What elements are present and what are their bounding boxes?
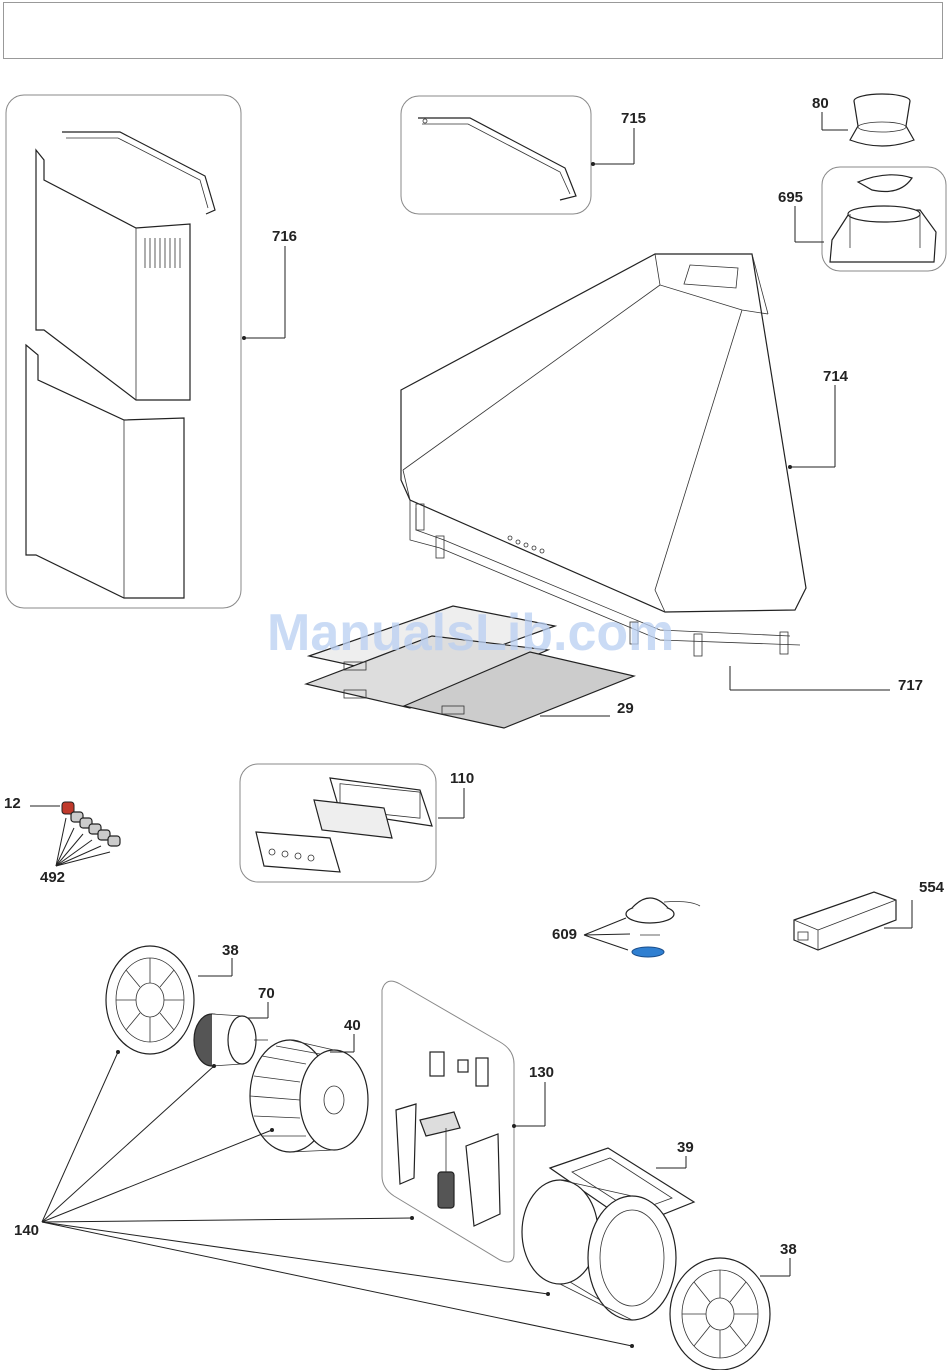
label-70: 70 xyxy=(258,985,275,1002)
part-lamp xyxy=(626,898,700,957)
label-38-bottom: 38 xyxy=(780,1241,797,1258)
label-38-top: 38 xyxy=(222,942,239,959)
label-609: 609 xyxy=(552,926,577,943)
label-130: 130 xyxy=(529,1064,554,1081)
part-adapter-ring xyxy=(850,94,914,146)
part-motor-cover-rear xyxy=(670,1258,770,1370)
label-695: 695 xyxy=(778,189,803,206)
label-80: 80 xyxy=(812,95,829,112)
label-714: 714 xyxy=(823,368,849,385)
label-716: 716 xyxy=(272,228,297,245)
label-29: 29 xyxy=(617,700,634,717)
label-717: 717 xyxy=(898,677,923,694)
part-knobs xyxy=(62,802,120,846)
frame-valve xyxy=(822,167,946,271)
label-554: 554 xyxy=(919,879,945,896)
watermark: ManualsLib.com xyxy=(267,604,674,662)
label-492: 492 xyxy=(40,869,65,886)
label-40: 40 xyxy=(344,1017,361,1034)
part-motor-cover-front xyxy=(106,946,194,1054)
frame-motor-electrics xyxy=(382,981,514,1262)
label-140: 140 xyxy=(14,1222,39,1239)
frame-switch-assembly xyxy=(240,764,436,882)
label-39: 39 xyxy=(677,1139,694,1156)
part-hood-body xyxy=(401,254,806,656)
frame-chimney-covers xyxy=(6,95,241,608)
part-fan-wheel xyxy=(250,1040,368,1152)
label-715: 715 xyxy=(621,110,646,127)
label-110: 110 xyxy=(450,770,474,787)
part-transformer xyxy=(794,892,896,950)
label-12: 12 xyxy=(4,795,21,812)
frame-bracket xyxy=(401,96,591,214)
part-motor xyxy=(194,1014,268,1066)
